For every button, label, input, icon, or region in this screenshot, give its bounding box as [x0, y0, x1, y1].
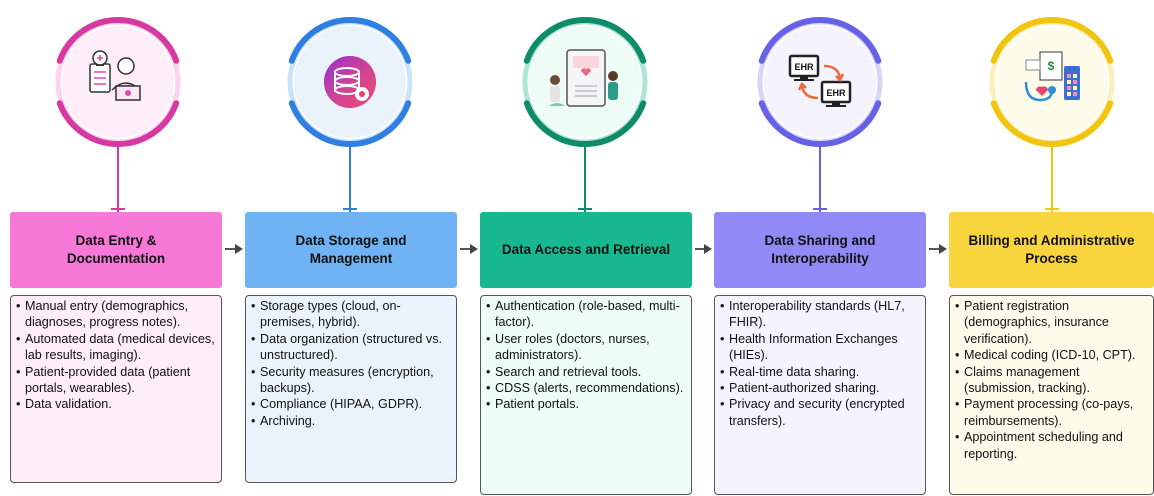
svg-text:EHR: EHR [826, 88, 846, 98]
detail-item: Payment processing (co-pays, reimburseme… [955, 396, 1148, 429]
header-title-line: Documentation [66, 251, 166, 266]
stage-2-emblem [287, 17, 413, 147]
detail-item: Patient portals. [486, 396, 686, 413]
connector-stem-cap [578, 208, 592, 210]
detail-item: Storage types (cloud, on-premises, hybri… [251, 298, 451, 331]
stage-3-emblem [522, 17, 648, 147]
flow-arrow [460, 244, 478, 254]
stage-1-header: Data Entry & Documentation [10, 212, 222, 288]
stage-3-details: Authentication (role-based, multi-factor… [480, 295, 692, 495]
detail-item: Data validation. [16, 396, 216, 413]
stage-4-details: Interoperability standards (HL7, FHIR).H… [714, 295, 926, 495]
header-title-line: Management [309, 251, 393, 266]
detail-item: Automated data (medical devices, lab res… [16, 331, 216, 364]
emblem-disc [996, 26, 1108, 138]
header-title-line: Data Sharing and [764, 233, 876, 248]
detail-item: Manual entry (demographics, diagnoses, p… [16, 298, 216, 331]
detail-item: Appointment scheduling and reporting. [955, 429, 1148, 462]
emblem-arc [523, 17, 647, 64]
connector-stem-cap [343, 208, 357, 210]
stage-5-details: Patient registration (demographics, insu… [949, 295, 1154, 495]
detail-item: Medical coding (ICD-10, CPT). [955, 347, 1148, 364]
header-title-line: Data Storage and [295, 233, 407, 248]
stage-4-emblem: EHR EHR [757, 17, 883, 147]
emblem-arc [990, 100, 1114, 147]
header-title-line: Process [1025, 251, 1078, 266]
tablet-doctor-patient-icon [549, 49, 618, 107]
flow-arrow [929, 244, 947, 254]
stage-1-emblem [55, 17, 181, 147]
detail-item: Interoperability standards (HL7, FHIR). [720, 298, 920, 331]
connector-stem-cap [1045, 208, 1059, 210]
detail-item: Compliance (HIPAA, GDPR). [251, 396, 451, 413]
connector-stem [349, 146, 351, 212]
detail-item: User roles (doctors, nurses, administrat… [486, 331, 686, 364]
header-title-line: Billing and Administrative [968, 233, 1135, 248]
connector-stem [1051, 146, 1053, 212]
emblem-arc [288, 100, 412, 147]
detail-item: Patient-authorized sharing. [720, 380, 920, 397]
emblem-arc [990, 17, 1114, 64]
detail-item: Health Information Exchanges (HIEs). [720, 331, 920, 364]
svg-text:$: $ [1048, 59, 1055, 73]
connector-stem-cap [813, 208, 827, 210]
detail-item: CDSS (alerts, recommendations). [486, 380, 686, 397]
header-title-line: Data Entry & [75, 233, 157, 248]
ehr-exchange-icon: EHR EHR [788, 54, 852, 107]
emblem-arc [56, 17, 180, 64]
stage-5-emblem: $ [989, 17, 1115, 147]
emblem-arc [758, 17, 882, 64]
header-title-line: Data Access and Retrieval [501, 242, 671, 257]
stage-3-header: Data Access and Retrieval [480, 212, 692, 288]
detail-item: Privacy and security (encrypted transfer… [720, 396, 920, 429]
connector-stem [819, 146, 821, 212]
detail-item: Search and retrieval tools. [486, 364, 686, 381]
detail-item: Patient registration (demographics, insu… [955, 298, 1148, 347]
connector-stem [584, 146, 586, 212]
svg-text:EHR: EHR [794, 62, 814, 72]
detail-item: Real-time data sharing. [720, 364, 920, 381]
detail-item: Authentication (role-based, multi-factor… [486, 298, 686, 331]
clipboard-doctor-laptop-icon [89, 50, 141, 101]
stage-2-details: Storage types (cloud, on-premises, hybri… [245, 295, 457, 483]
emblem-arc [56, 100, 180, 147]
header-title-line: Interoperability [771, 251, 869, 266]
connector-stem [117, 146, 119, 212]
detail-item: Data organization (structured vs. unstru… [251, 331, 451, 364]
stage-1-details: Manual entry (demographics, diagnoses, p… [10, 295, 222, 483]
database-icon [324, 56, 376, 108]
detail-item: Archiving. [251, 413, 451, 430]
detail-item: Security measures (encryption, backups). [251, 364, 451, 397]
detail-item: Claims management (submission, tracking)… [955, 364, 1148, 397]
emblem-disc [764, 26, 876, 138]
emblem-arc [758, 100, 882, 147]
billing-calculator-stethoscope-icon: $ [1024, 51, 1080, 102]
connector-stem-cap [111, 208, 125, 210]
flow-arrow [695, 244, 712, 254]
flow-arrow [225, 244, 243, 254]
detail-item: Patient-provided data (patient portals, … [16, 364, 216, 397]
emblem-arc [288, 17, 412, 64]
emblem-disc [62, 26, 174, 138]
emblem-arc [523, 100, 647, 147]
